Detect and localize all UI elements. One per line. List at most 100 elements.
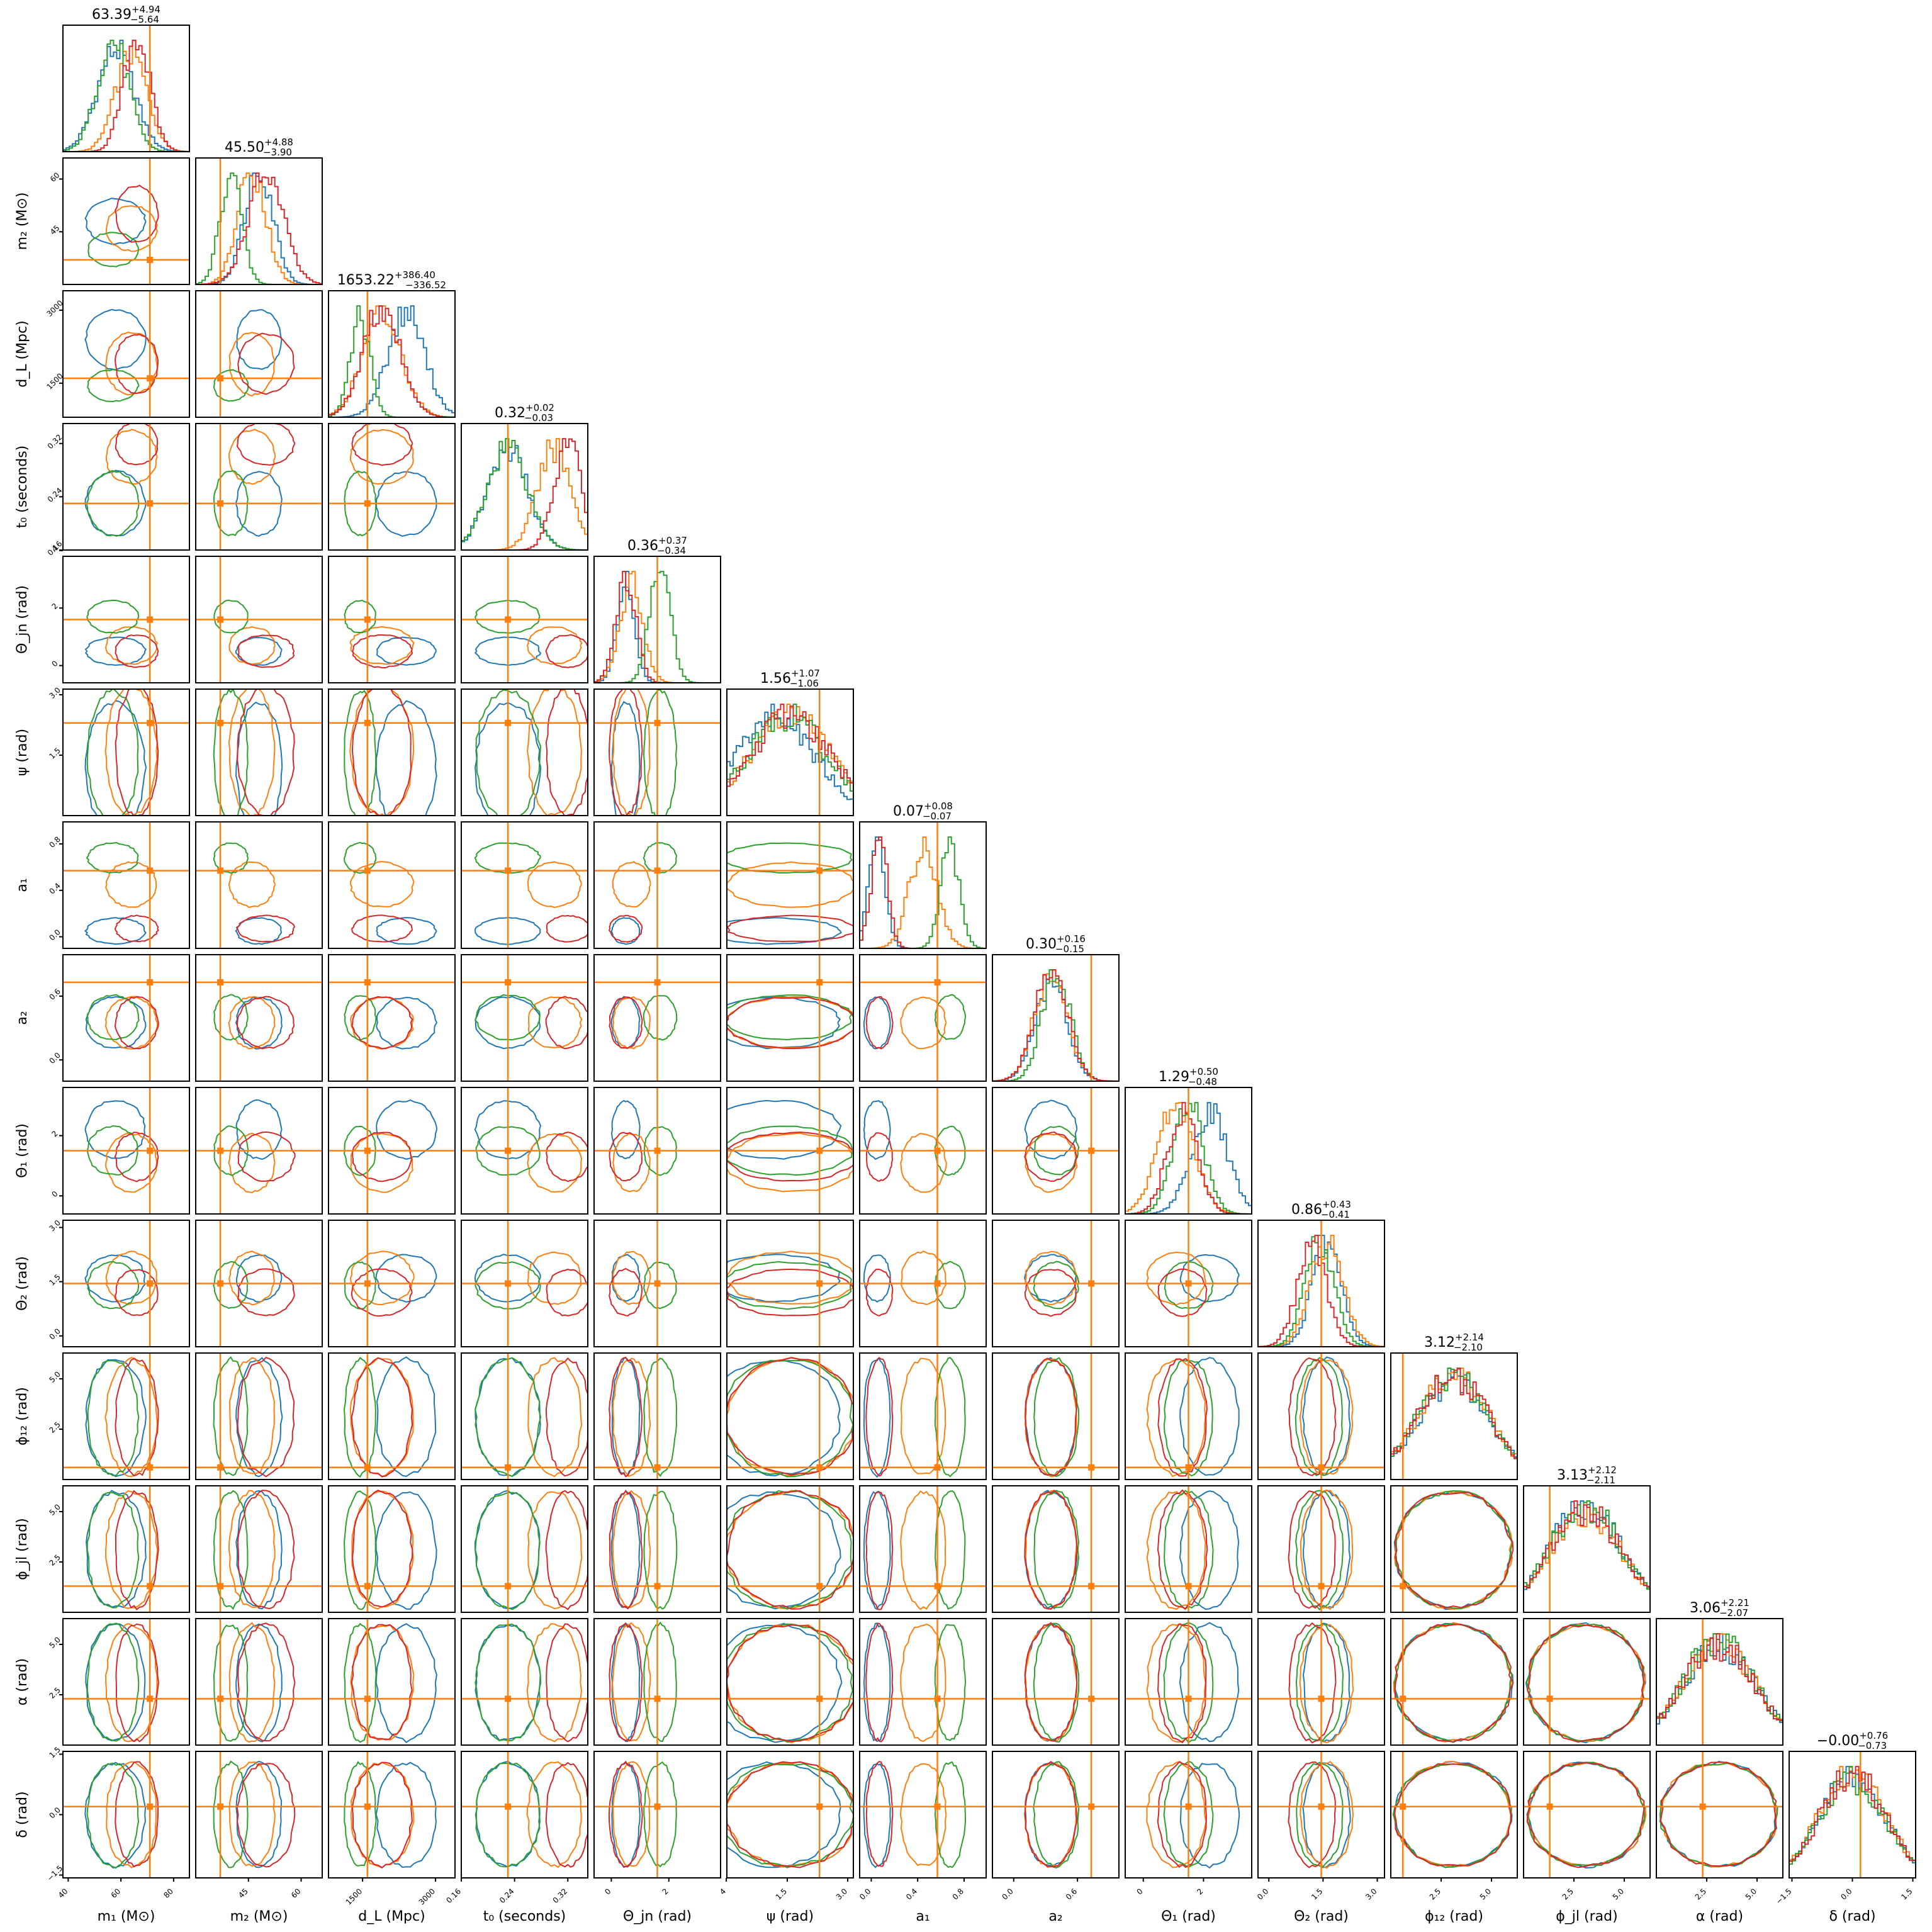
contour-series-3 <box>609 1132 643 1182</box>
panel-frame <box>195 290 323 418</box>
histogram-panel-9: 0.86+0.43−0.41 <box>1257 1199 1385 1347</box>
contour-panel-11-6 <box>859 1485 987 1613</box>
x-tick-label: 0.0 <box>1001 1887 1015 1901</box>
contour-series-0 <box>863 1100 891 1160</box>
contour-series-1 <box>104 626 159 665</box>
panel-frame <box>461 1485 588 1613</box>
contour-series-3 <box>352 1132 412 1182</box>
contour-series-3 <box>1394 1624 1514 1743</box>
contour-series-3 <box>1527 1624 1645 1743</box>
contour-series-0 <box>474 636 542 666</box>
contour-series-3 <box>609 1356 643 1478</box>
contour-series-1 <box>1146 1358 1206 1478</box>
x-tick-label: 4 <box>718 1887 727 1896</box>
contour-series-3 <box>727 1268 853 1317</box>
contour-series-0 <box>84 917 147 945</box>
y-tick-label: 3.0 <box>47 1218 62 1233</box>
truth-marker <box>147 719 154 726</box>
contour-panel-10-4 <box>593 1352 721 1480</box>
contour-series-0 <box>863 1254 891 1303</box>
histogram-series-3 <box>196 172 322 284</box>
histogram-panel-0: 63.39+4.94−5.64 <box>62 4 190 152</box>
contour-series-3 <box>237 332 295 395</box>
panel-frame <box>195 1618 323 1746</box>
contour-series-1 <box>527 1357 583 1478</box>
histogram-panel-12: 3.06+2.21−2.07 <box>1656 1597 1783 1746</box>
panel-frame <box>1523 1618 1651 1746</box>
contour-series-1 <box>350 996 414 1050</box>
panel-frame <box>1390 1618 1518 1746</box>
truth-marker <box>654 979 661 986</box>
panel-frame <box>328 1220 456 1347</box>
contour-series-2 <box>1392 1763 1512 1868</box>
contour-panel-4-2 <box>328 556 456 683</box>
truth-marker <box>654 1583 661 1590</box>
y-tick-label: 45 <box>48 223 62 237</box>
panel-frame <box>726 688 854 816</box>
contour-series-1 <box>1024 1133 1078 1193</box>
panel-frame <box>1125 1751 1252 1879</box>
panel-frame <box>461 821 588 949</box>
contour-series-0 <box>1179 1490 1240 1610</box>
contour-series-0 <box>84 1254 146 1303</box>
truth-marker <box>147 375 154 382</box>
contour-series-2 <box>213 994 249 1041</box>
y-tick-label: 1.5 <box>47 1272 62 1287</box>
x-tick-label: 0.6 <box>1064 1887 1079 1901</box>
contour-series-1 <box>349 861 415 907</box>
y-axis-label: Θ₂ (rad) <box>14 1256 30 1311</box>
contour-panel-12-11 <box>1523 1618 1651 1746</box>
contour-panel-7-6 <box>859 954 987 1082</box>
truth-marker <box>147 1147 154 1154</box>
contour-series-3 <box>237 634 295 668</box>
contour-series-3 <box>351 424 413 466</box>
panel-frame <box>1390 1352 1518 1480</box>
contour-series-0 <box>727 1359 841 1477</box>
panel-frame <box>62 423 190 551</box>
contour-series-0 <box>84 308 147 371</box>
y-tick-label: 5.0 <box>47 1635 62 1649</box>
contour-series-3 <box>545 1357 588 1477</box>
contour-series-3 <box>351 1357 413 1478</box>
contour-series-3 <box>546 1268 588 1317</box>
x-tick-label: 0.4 <box>904 1887 919 1901</box>
y-axis-label: a₁ <box>14 878 30 892</box>
contour-series-1 <box>727 861 853 908</box>
truth-marker <box>1185 1803 1192 1810</box>
contour-series-1 <box>1300 1761 1354 1869</box>
y-tick-label: 0.0 <box>47 928 62 942</box>
contour-series-3 <box>546 914 588 943</box>
panel-frame <box>1125 1618 1252 1746</box>
truth-marker <box>1318 1464 1325 1471</box>
histogram-series-2 <box>860 836 986 948</box>
contour-series-0 <box>84 1100 146 1159</box>
contour-panel-12-7 <box>992 1618 1120 1746</box>
contour-series-3 <box>1288 1490 1336 1609</box>
contour-panel-11-0: 2.55.0ϕ_jl (rad) <box>14 1485 190 1613</box>
contour-series-0 <box>375 1623 437 1744</box>
truth-marker <box>505 867 512 874</box>
panel-frame <box>461 423 588 551</box>
truth-marker <box>364 1147 371 1154</box>
panel-frame <box>593 1485 721 1613</box>
x-tick-label: 80 <box>162 1887 175 1900</box>
contour-series-2 <box>475 689 542 816</box>
contour-series-1 <box>900 1133 947 1193</box>
contour-series-1 <box>350 429 414 485</box>
contour-panel-10-6 <box>859 1352 987 1480</box>
y-axis-label: d_L (Mpc) <box>14 320 30 387</box>
contour-series-2 <box>934 994 967 1040</box>
panel-frame <box>195 1751 323 1879</box>
contour-series-1 <box>105 429 158 485</box>
contour-series-3 <box>115 1623 159 1743</box>
contour-series-0 <box>727 1099 842 1160</box>
histogram-series-2 <box>1789 1766 1916 1878</box>
truth-marker <box>816 1695 823 1702</box>
y-axis-label: ϕ₁₂ (rad) <box>14 1387 30 1446</box>
contour-series-3 <box>114 996 159 1050</box>
contour-panel-9-0: 0.01.53.0Θ₂ (rad) <box>14 1218 190 1347</box>
contour-series-1 <box>526 1623 583 1743</box>
